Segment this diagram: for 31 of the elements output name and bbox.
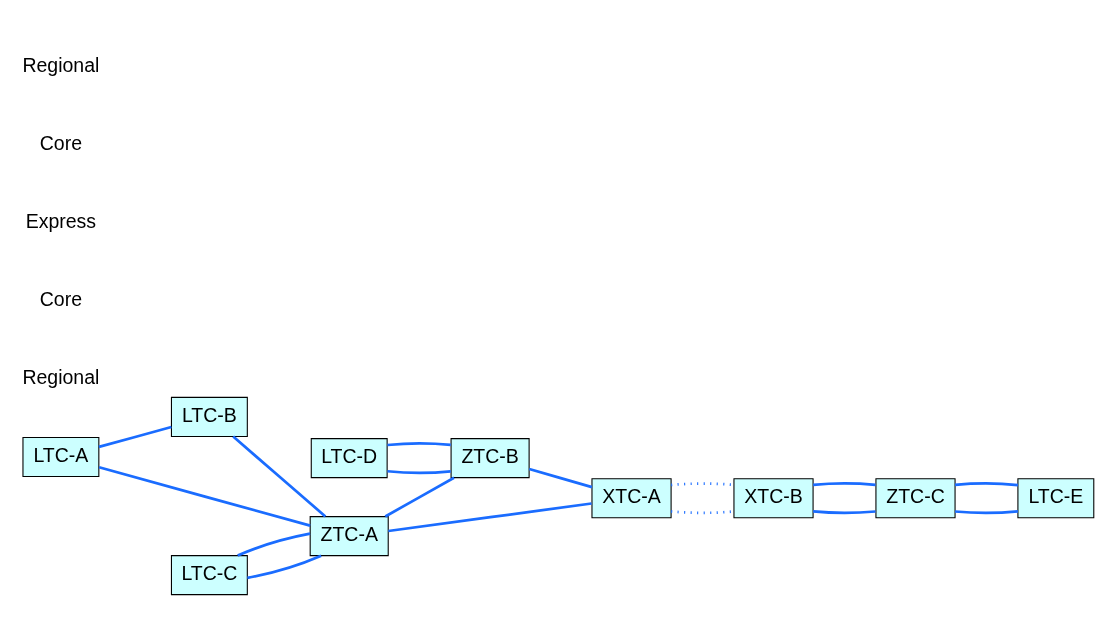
label: Regional bbox=[22, 53, 100, 76]
connector bbox=[387, 442, 451, 447]
node-box: LTC-B bbox=[170, 396, 248, 437]
connector bbox=[813, 510, 876, 515]
connector bbox=[232, 435, 327, 518]
connector bbox=[671, 510, 734, 515]
node-box: ZTC-C bbox=[875, 478, 956, 519]
node-box: XTC-A bbox=[591, 478, 672, 519]
node-box: LTC-E bbox=[1017, 478, 1095, 519]
node-box: ZTC-A bbox=[309, 516, 389, 557]
connector bbox=[384, 476, 455, 518]
label: Core bbox=[39, 131, 83, 154]
connector bbox=[98, 425, 172, 449]
connector bbox=[954, 509, 1019, 515]
label: Core bbox=[39, 287, 83, 310]
node-box: XTC-B bbox=[733, 478, 814, 519]
connector bbox=[813, 482, 876, 487]
connector bbox=[954, 482, 1019, 487]
node-box: ZTC-B bbox=[450, 438, 530, 479]
label: Regional bbox=[22, 365, 100, 388]
label: Express bbox=[25, 209, 97, 232]
connector bbox=[247, 554, 322, 580]
node-box: LTC-A bbox=[22, 436, 100, 478]
connector bbox=[98, 465, 311, 527]
connector bbox=[387, 469, 451, 475]
node-box: LTC-D bbox=[310, 438, 388, 479]
node-box: LTC-C bbox=[170, 555, 248, 596]
connector bbox=[671, 482, 734, 487]
connector bbox=[388, 502, 592, 533]
connector bbox=[528, 467, 593, 489]
connector bbox=[237, 532, 311, 557]
